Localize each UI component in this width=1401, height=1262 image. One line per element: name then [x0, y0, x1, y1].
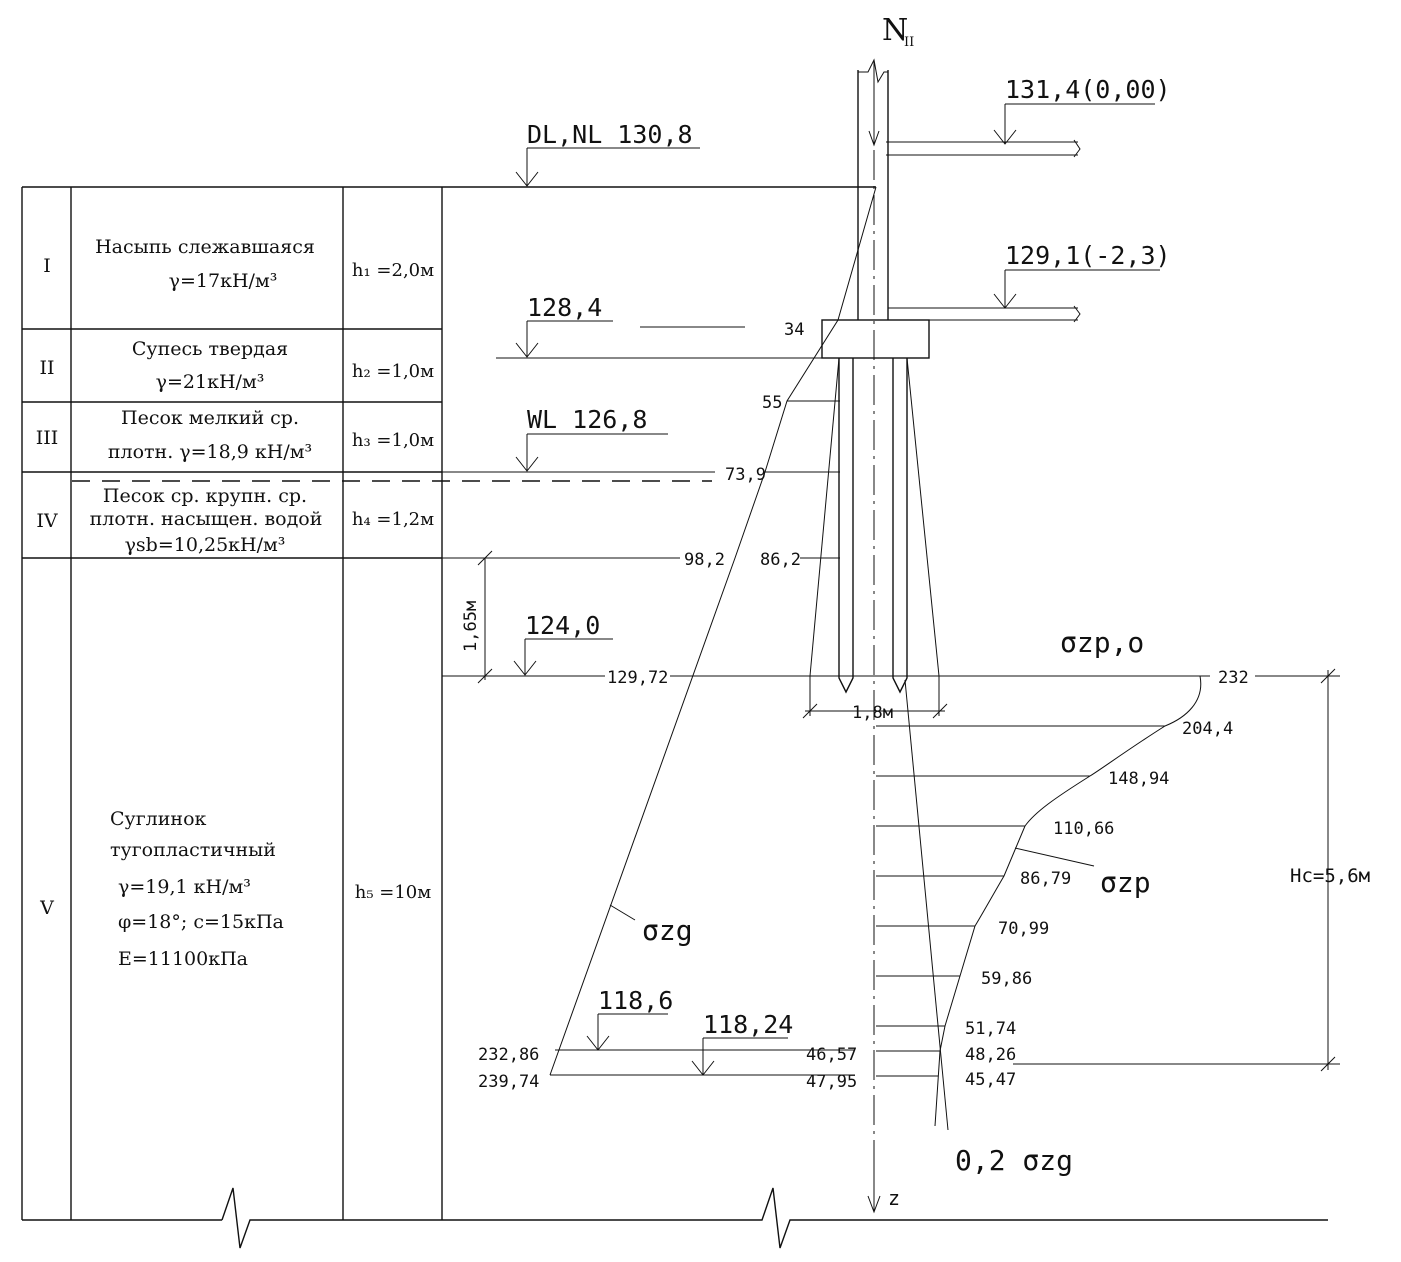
foundation-structure: [809, 58, 1081, 716]
level-basement: 129,1(-2,3): [1005, 241, 1171, 270]
level-lower-bound-2: 118,24: [703, 1010, 793, 1039]
level-markers: DL,NL 130,8 131,4(0,00) 129,1(-2,3) 128,…: [513, 75, 1171, 1076]
layer-4-name: Песок ср. крупн. ср.: [103, 485, 307, 507]
layer-4-desc: плотн. насыщен. водой: [90, 508, 323, 530]
szg-value-4: 98,2: [684, 550, 725, 570]
layer-5-gamma: γ=19,1 кН/м³: [118, 876, 251, 898]
szg-value-7: 239,74: [478, 1072, 539, 1092]
sigma-zp-diagram: [876, 675, 1202, 1127]
layer-5-name: Суглинок: [110, 808, 207, 830]
level-floor: 131,4(0,00): [1005, 75, 1171, 104]
szp-value-6: 59,86: [981, 969, 1032, 989]
dimensions: 1,65м 1,8м Hc=5,6м: [461, 550, 1370, 1072]
layer-id-i: I: [43, 255, 51, 277]
layer-id-iv: IV: [36, 510, 58, 532]
szg-label: σzg: [642, 914, 693, 947]
szp0-label: σzp,o: [1060, 626, 1144, 659]
szp-value-3: 110,66: [1053, 819, 1114, 839]
sigma-zg-diagram: [549, 186, 877, 1076]
layer-thicknesses: h₁ =2,0м h₂ =1,0м h₃ =1,0м h₄ =1,2м h₅ =…: [352, 260, 434, 903]
layer-descriptions: Насыпь слежавшаяся γ=17кН/м³ Супесь твер…: [90, 236, 323, 970]
stress-labels: σzg σzp σzp,o 0,2 σzg: [642, 626, 1151, 1177]
layer-5-thickness: h₅ =10м: [355, 882, 432, 903]
top-load-subscript: II: [904, 35, 914, 50]
sigma-zp-values: 232 204,4 148,94 110,66 86,79 70,99 59,8…: [965, 668, 1249, 1090]
layer-5-desc: тугопластичный: [110, 839, 276, 861]
layer-1-gamma: γ=17кН/м³: [169, 270, 278, 292]
top-load: N: [882, 13, 908, 48]
z-axis-label: z: [888, 1186, 900, 1210]
level-grillage: 128,4: [527, 293, 602, 322]
layer-3-name: Песок мелкий ср.: [121, 407, 299, 429]
szg-value-0: 34: [784, 320, 804, 340]
szg-value-2: 73,9: [725, 465, 766, 485]
level-pile-tip: 124,0: [525, 611, 600, 640]
layer-id-iii: III: [36, 427, 59, 449]
szg-value-3: 86,2: [760, 550, 801, 570]
width-dimension: 1,8м: [852, 703, 893, 723]
soil-table: [21, 186, 1328, 1249]
layer-2-name: Супесь твердая: [132, 338, 288, 360]
szp-value-2: 148,94: [1108, 769, 1169, 789]
level-ground: DL,NL 130,8: [527, 120, 693, 149]
level-lines: [72, 357, 1340, 1065]
szp-value-4: 86,79: [1020, 869, 1071, 889]
layer-ids: I II III IV V: [36, 255, 59, 919]
layer-1-thickness: h₁ =2,0м: [352, 260, 434, 281]
sigma-zg-02-line: [904, 679, 949, 1131]
szp-value-9: 45,47: [965, 1070, 1016, 1090]
szg02-label: 0,2 σzg: [955, 1144, 1073, 1177]
layer-5-modulus: E=11100кПа: [118, 948, 248, 970]
layer-3-desc: плотн. γ=18,9 кН/м³: [108, 441, 312, 463]
layer-id-ii: II: [39, 357, 54, 379]
szg02-value-1: 47,95: [806, 1072, 857, 1092]
layer-4-gamma: γsb=10,25кН/м³: [125, 534, 286, 556]
szp-value-0: 232: [1218, 668, 1249, 688]
top-load-label: N II z: [882, 13, 914, 1210]
tip-depth-dimension: 1,65м: [461, 601, 481, 652]
szg-value-5: 129,72: [607, 668, 668, 688]
layer-4-thickness: h₄ =1,2м: [352, 509, 434, 530]
sigma-zg-values: 34 55 73,9 86,2 98,2 129,72 232,86 239,7…: [478, 320, 857, 1092]
layer-id-v: V: [39, 897, 54, 919]
layer-3-thickness: h₃ =1,0м: [352, 430, 434, 451]
szg02-value-0: 46,57: [806, 1045, 857, 1065]
szp-value-7: 51,74: [965, 1019, 1016, 1039]
pile-cap: [821, 319, 930, 359]
layer-2-gamma: γ=21кН/м³: [156, 371, 265, 393]
level-lower-bound-1: 118,6: [598, 986, 673, 1015]
central-axis: [867, 60, 881, 1214]
szg-value-1: 55: [762, 393, 782, 413]
szp-label: σzp: [1100, 866, 1151, 899]
layer-5-phi-c: φ=18°; c=15кПа: [118, 911, 284, 933]
layer-2-thickness: h₂ =1,0м: [352, 361, 434, 382]
szp-value-5: 70,99: [998, 919, 1049, 939]
szp-value-8: 48,26: [965, 1045, 1016, 1065]
level-water: WL 126,8: [527, 405, 647, 434]
szg-value-6: 232,86: [478, 1045, 539, 1065]
layer-1-name: Насыпь слежавшаяся: [95, 236, 315, 258]
szp-value-1: 204,4: [1182, 719, 1233, 739]
hc-dimension: Hc=5,6м: [1290, 865, 1370, 887]
